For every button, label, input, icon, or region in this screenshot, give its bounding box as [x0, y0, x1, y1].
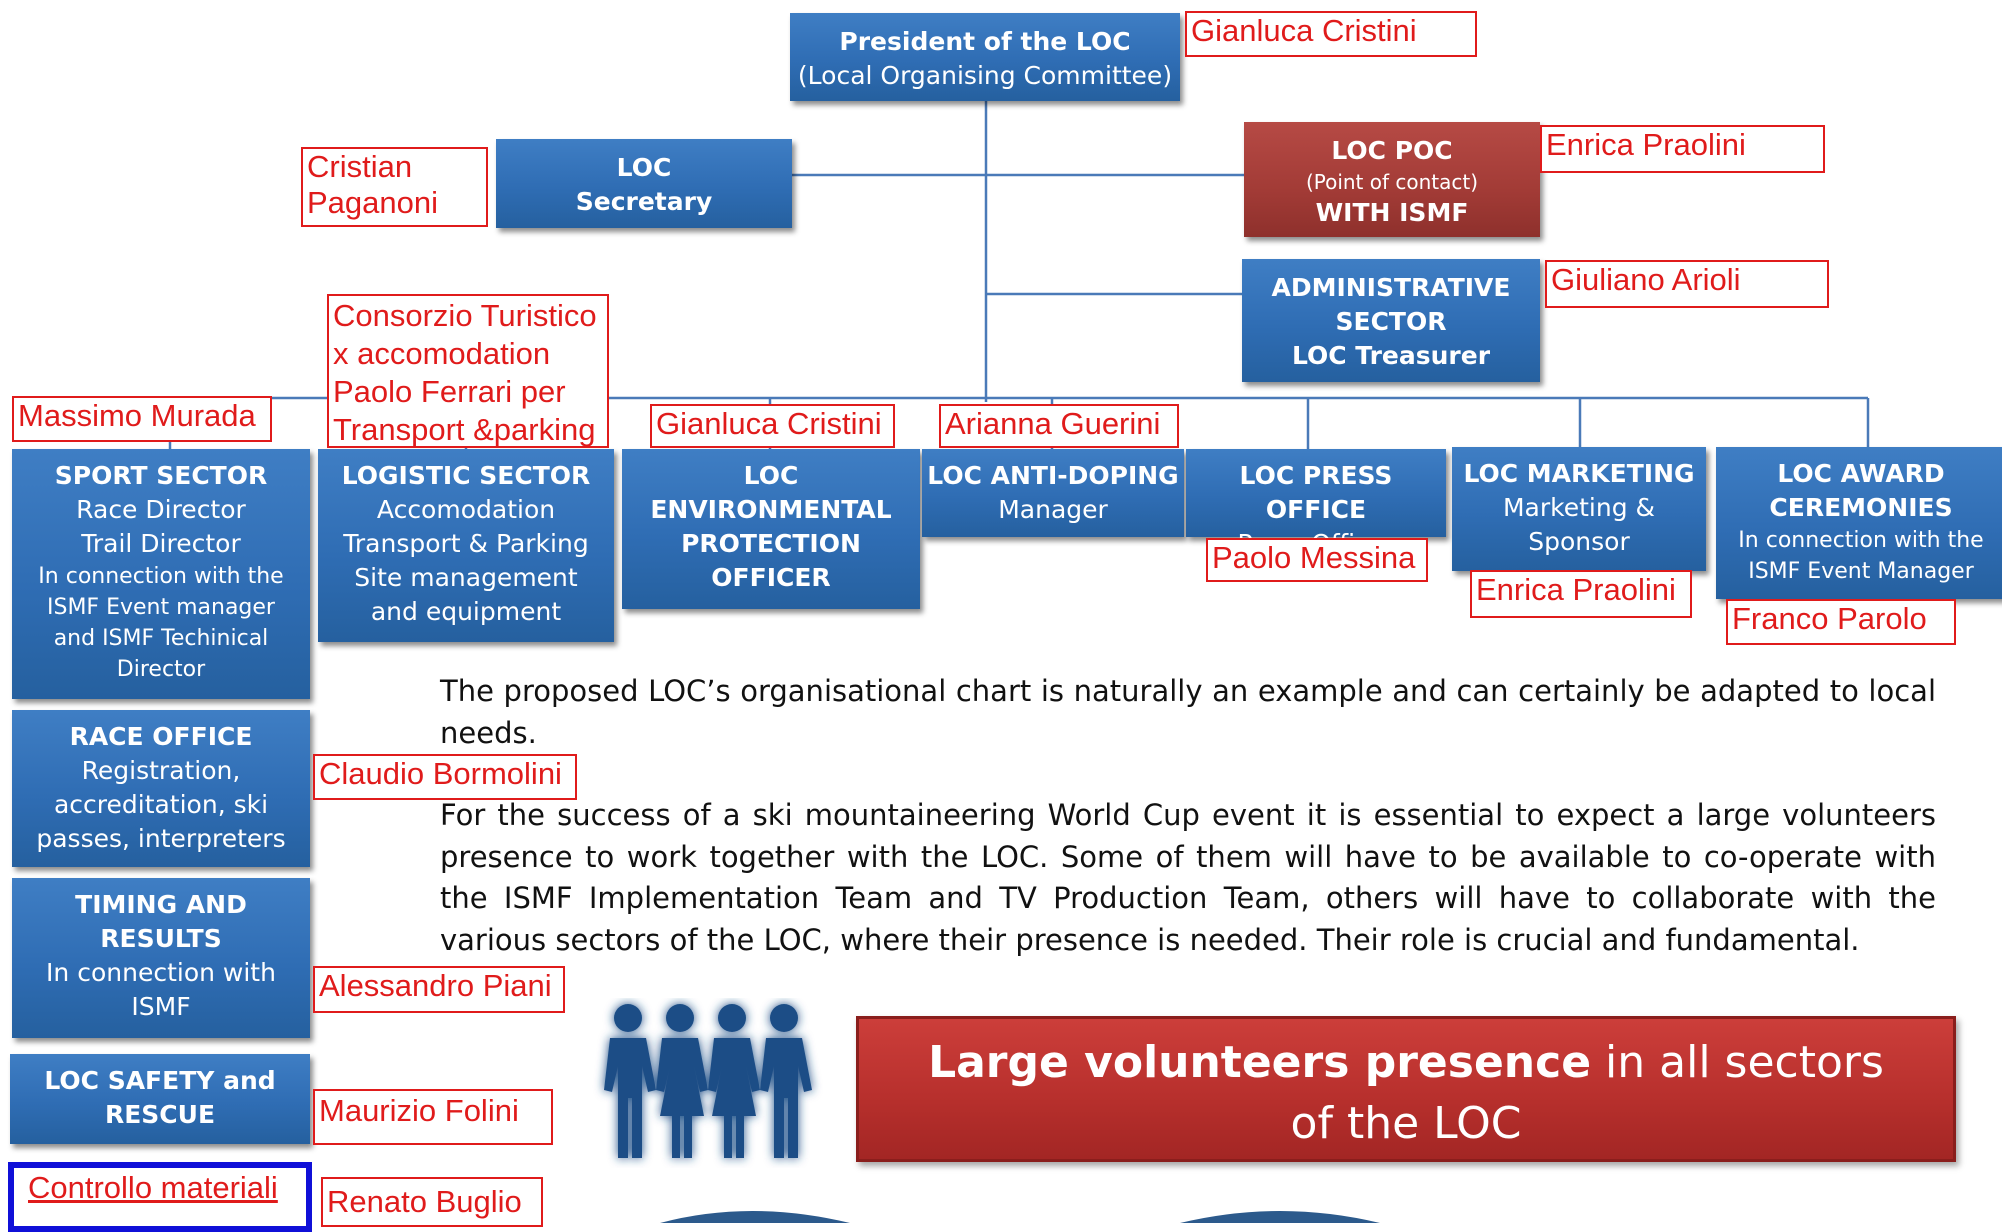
- banner-line1: Large volunteers presence in all sectors: [859, 1032, 1953, 1093]
- name-label-logistic-line: Transport &parking: [333, 412, 596, 447]
- timing-line: ISMF: [131, 992, 191, 1021]
- antidoping-title: LOC ANTI-DOPING: [927, 461, 1179, 490]
- sport-line: In connection with the: [38, 564, 284, 589]
- decorative-arcs: [660, 1211, 1380, 1223]
- people-group-icon: [604, 1004, 812, 1158]
- name-label-president: Gianluca Cristini: [1185, 11, 1477, 57]
- award-title: LOC AWARD: [1777, 459, 1945, 488]
- paragraph-intro: The proposed LOC’s organisational chart …: [440, 674, 1936, 750]
- name-label-award: Franco Parolo: [1726, 599, 1956, 645]
- sport-line: Trail Director: [81, 529, 241, 558]
- timing-title: TIMING AND: [75, 890, 247, 919]
- president-subtitle: (Local Organising Committee): [797, 61, 1173, 90]
- president-box: President of the LOC (Local Organising C…: [790, 13, 1180, 101]
- name-label-logistic: Consorzio Turistico x accomodation Paolo…: [327, 294, 609, 448]
- secretary-box: LOC Secretary: [496, 139, 792, 228]
- banner-bold: Large volunteers presence: [928, 1037, 1592, 1088]
- race-office-box: RACE OFFICE Registration, accreditation,…: [12, 710, 310, 867]
- race-office-title: RACE OFFICE: [69, 722, 253, 751]
- secretary-line1: LOC: [616, 153, 672, 182]
- admin-line3: LOC Treasurer: [1291, 341, 1491, 370]
- marketing-line: Sponsor: [1528, 527, 1630, 556]
- materials-control-label: Controllo materiali: [28, 1170, 278, 1205]
- safety-title: RESCUE: [104, 1100, 216, 1129]
- marketing-line: Marketing &: [1502, 493, 1656, 522]
- poc-box: LOC POC (Point of contact) WITH ISMF: [1244, 122, 1540, 237]
- paragraph-volunteers: For the success of a ski mountaineering …: [440, 798, 1936, 957]
- award-line: ISMF Event Manager: [1748, 559, 1974, 584]
- timing-line: In connection with: [46, 958, 276, 987]
- logistic-line: Transport & Parking: [343, 529, 589, 558]
- press-office-box: LOC PRESS OFFICE Press Officer: [1186, 449, 1446, 558]
- name-label-sport: Massimo Murada: [12, 396, 272, 442]
- logistic-line: Accomodation: [376, 495, 556, 524]
- name-label-timing: Alessandro Piani: [313, 966, 565, 1013]
- name-label-safety: Maurizio Folini: [313, 1089, 553, 1145]
- president-title: President of the LOC: [839, 27, 1131, 56]
- name-label-secretary-line: Cristian: [307, 149, 413, 184]
- env-line: ENVIRONMENTAL: [650, 495, 892, 524]
- sport-title: SPORT SECTOR: [54, 461, 268, 490]
- sport-sector-box: SPORT SECTOR Race Director Trail Directo…: [12, 449, 310, 699]
- sport-line: Race Director: [76, 495, 246, 524]
- race-office-line: passes, interpreters: [36, 824, 286, 853]
- admin-box: ADMINISTRATIVE SECTOR LOC Treasurer: [1242, 259, 1540, 382]
- safety-title: LOC SAFETY and: [44, 1066, 276, 1095]
- name-label-race-office: Claudio Bormolini: [313, 754, 577, 800]
- anti-doping-box: LOC ANTI-DOPING Manager: [922, 449, 1184, 537]
- env-line: LOC: [743, 461, 799, 490]
- antidoping-sub: Manager: [998, 495, 1108, 524]
- race-office-line: accreditation, ski: [53, 790, 269, 819]
- admin-line1: ADMINISTRATIVE: [1271, 273, 1511, 302]
- env-line: PROTECTION: [681, 529, 861, 558]
- award-line: In connection with the: [1738, 528, 1984, 553]
- admin-line2: SECTOR: [1335, 307, 1447, 336]
- name-label-anti-doping: Arianna Guerini: [939, 404, 1179, 448]
- poc-line2: (Point of contact): [1305, 170, 1479, 194]
- logistic-title: LOGISTIC SECTOR: [341, 461, 591, 490]
- name-label-poc: Enrica Praolini: [1540, 125, 1825, 173]
- logistic-sector-box: LOGISTIC SECTOR Accomodation Transport &…: [318, 449, 614, 642]
- name-label-environmental: Gianluca Cristini: [650, 404, 895, 448]
- volunteers-banner: Large volunteers presence in all sectors…: [856, 1016, 1956, 1162]
- banner-line2: of the LOC: [1290, 1098, 1522, 1149]
- materials-control-box: Controllo materiali: [8, 1162, 312, 1232]
- sport-line: ISMF Event manager: [47, 595, 275, 620]
- logistic-line: and equipment: [370, 597, 562, 626]
- award-title: CEREMONIES: [1769, 493, 1953, 522]
- timing-results-box: TIMING AND RESULTS In connection with IS…: [12, 878, 310, 1038]
- name-label-logistic-line: x accomodation: [333, 336, 551, 371]
- poc-line1: LOC POC: [1331, 136, 1453, 165]
- environmental-officer-box: LOC ENVIRONMENTAL PROTECTION OFFICER: [622, 449, 920, 609]
- marketing-title: LOC MARKETING: [1463, 459, 1695, 488]
- marketing-box: LOC MARKETING Marketing & Sponsor: [1452, 447, 1706, 571]
- secretary-line2: Secretary: [575, 187, 713, 216]
- sport-line: and ISMF Techinical: [53, 626, 269, 651]
- env-line: OFFICER: [711, 563, 831, 592]
- name-label-press: Paolo Messina: [1206, 538, 1428, 582]
- name-label-secretary: Cristian Paganoni: [301, 147, 488, 227]
- press-title: LOC PRESS OFFICE: [1239, 461, 1393, 524]
- award-ceremonies-box: LOC AWARD CEREMONIES In connection with …: [1716, 447, 2002, 599]
- safety-rescue-box: LOC SAFETY and RESCUE: [10, 1054, 310, 1144]
- poc-line3: WITH ISMF: [1315, 198, 1469, 227]
- name-label-secretary-line: Paganoni: [307, 185, 439, 220]
- name-label-marketing: Enrica Praolini: [1470, 570, 1692, 618]
- name-label-logistic-line: Consorzio Turistico: [333, 298, 597, 333]
- name-label-materials: Renato Buglio: [321, 1177, 543, 1227]
- logistic-line: Site management: [354, 563, 578, 592]
- banner-rest: in all sectors: [1591, 1037, 1884, 1088]
- name-label-logistic-line: Paolo Ferrari per: [333, 374, 566, 409]
- timing-title: RESULTS: [100, 924, 222, 953]
- race-office-line: Registration,: [81, 756, 241, 785]
- name-label-admin: Giuliano Arioli: [1545, 260, 1829, 308]
- sport-line: Director: [116, 657, 206, 682]
